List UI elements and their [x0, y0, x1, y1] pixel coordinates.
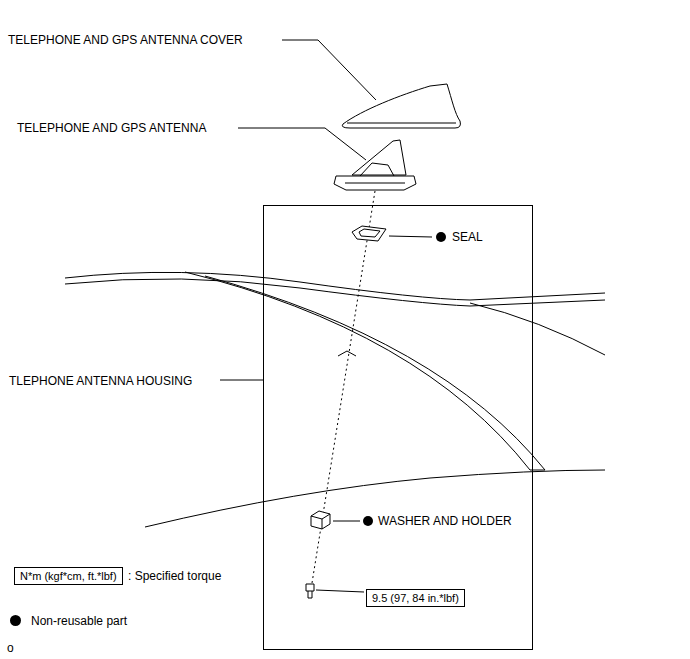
legend-note: : Specified torque — [128, 569, 221, 583]
part-name: WASHER AND HOLDER — [378, 514, 512, 528]
antenna-body — [352, 140, 406, 175]
antenna-base — [345, 183, 405, 184]
antenna-base — [334, 176, 416, 190]
roof-line — [65, 272, 605, 300]
leader-line — [316, 590, 364, 592]
leader-line — [238, 128, 366, 160]
mount-mark — [338, 351, 356, 356]
washer-holder — [311, 514, 330, 529]
non-reusable-dot — [436, 232, 446, 242]
seal — [352, 226, 386, 241]
part-name: TELEPHONE AND GPS ANTENNA COVER — [8, 33, 243, 47]
leader-line — [282, 40, 376, 100]
bolt — [306, 584, 314, 598]
antenna-body — [360, 163, 394, 176]
non-reusable-dot — [363, 516, 373, 526]
leader-line — [220, 380, 263, 381]
part-name: TELEPHONE AND GPS ANTENNA — [17, 121, 206, 135]
torque-box: N*m (kgf*cm, ft.*lbf) — [14, 567, 123, 585]
housing-frame: TLEPHONE ANTENNA HOUSING9.5 (97, 84 in.*… — [263, 205, 533, 650]
body-line — [470, 303, 605, 355]
roof-line — [65, 279, 605, 306]
torque-value: N*m (kgf*cm, ft.*lbf) — [20, 569, 117, 583]
legend-swatch — [10, 615, 21, 626]
body-line — [145, 470, 605, 527]
pillar-line — [185, 272, 545, 470]
part-name: SEAL — [452, 230, 483, 244]
seal — [359, 229, 380, 237]
antenna-cover — [347, 123, 456, 124]
leader-line — [389, 236, 432, 237]
pillar-line — [205, 276, 545, 470]
leader-line — [333, 521, 360, 522]
torque-box: 9.5 (97, 84 in.*lbf) — [366, 589, 465, 607]
antenna-cover — [342, 84, 460, 128]
washer-holder — [311, 511, 330, 529]
legend-text: Non-reusable part — [31, 614, 127, 628]
torque-value: 9.5 (97, 84 in.*lbf) — [372, 591, 459, 605]
part-name: TLEPHONE ANTENNA HOUSING — [9, 374, 192, 388]
assembly-axis — [312, 191, 375, 583]
figure-mark: o — [7, 641, 14, 655]
